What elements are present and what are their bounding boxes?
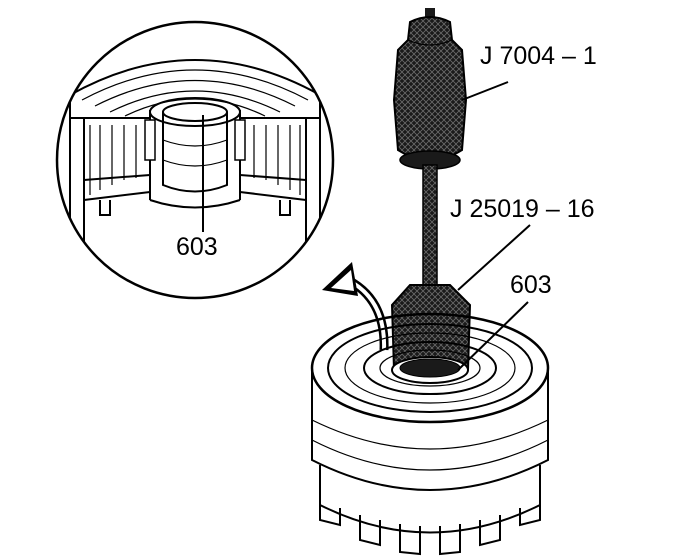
slide-hammer-label: J 7004 – 1 <box>480 42 597 70</box>
part-label: 603 <box>510 271 552 299</box>
detail-view <box>55 20 335 300</box>
slide-hammer-tool <box>392 8 468 288</box>
remover-label: J 25019 – 16 <box>450 195 595 223</box>
curved-arrow-icon <box>322 262 389 351</box>
drum-housing <box>310 312 550 556</box>
leader-lines <box>457 81 531 371</box>
detail-part-label: 603 <box>176 233 218 261</box>
